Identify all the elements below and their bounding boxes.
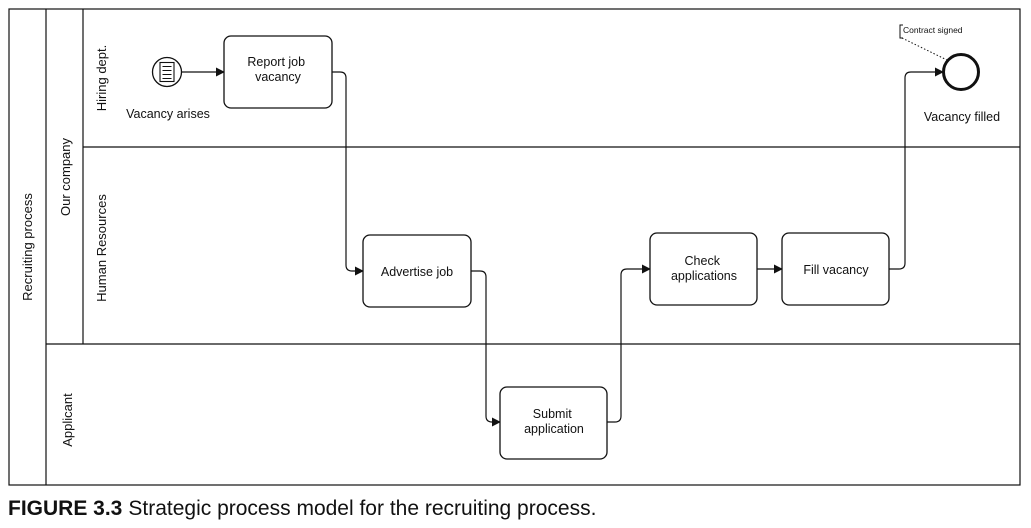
task-submit-label: Submit application <box>524 407 584 436</box>
end-event-label: Vacancy filled <box>924 110 1000 124</box>
task-advertise-label: Advertise job <box>381 265 453 279</box>
flow-fill-to-end <box>889 67 944 270</box>
task-advertise-job: Advertise job <box>362 234 472 308</box>
task-fill-label: Fill vacancy <box>803 263 869 277</box>
lane-label-hr: Human Resources <box>94 194 109 302</box>
pool-label: Recruiting process <box>20 193 35 301</box>
figure-caption-text: Strategic process model for the recruiti… <box>128 497 597 520</box>
flow-report-to-advertise <box>332 71 364 276</box>
lane-label-applicant: Applicant <box>60 393 75 447</box>
annotation-bracket <box>899 24 903 39</box>
task-report-job-vacancy: Report job vacancy <box>223 35 333 109</box>
task-submit-application: Submit application <box>499 386 608 460</box>
figure-number: FIGURE 3.3 <box>8 497 123 520</box>
start-event-label: Vacancy arises <box>126 107 210 121</box>
task-check-applications: Check applications <box>649 232 758 306</box>
pool-frame <box>8 8 1021 486</box>
annotation-association <box>901 37 950 62</box>
end-event <box>942 53 980 91</box>
flow-submit-to-check <box>607 264 651 423</box>
task-fill-vacancy: Fill vacancy <box>781 232 890 306</box>
sequence-flows <box>181 67 944 427</box>
annotation-text: Contract signed <box>903 25 963 35</box>
start-event <box>151 56 183 88</box>
task-check-label: Check applications <box>671 254 737 283</box>
task-report-label: Report job vacancy <box>247 55 308 84</box>
flow-advertise-to-submit <box>471 270 501 427</box>
sub-pool-label: Our company <box>58 137 73 216</box>
lane-label-hiring: Hiring dept. <box>94 45 109 111</box>
